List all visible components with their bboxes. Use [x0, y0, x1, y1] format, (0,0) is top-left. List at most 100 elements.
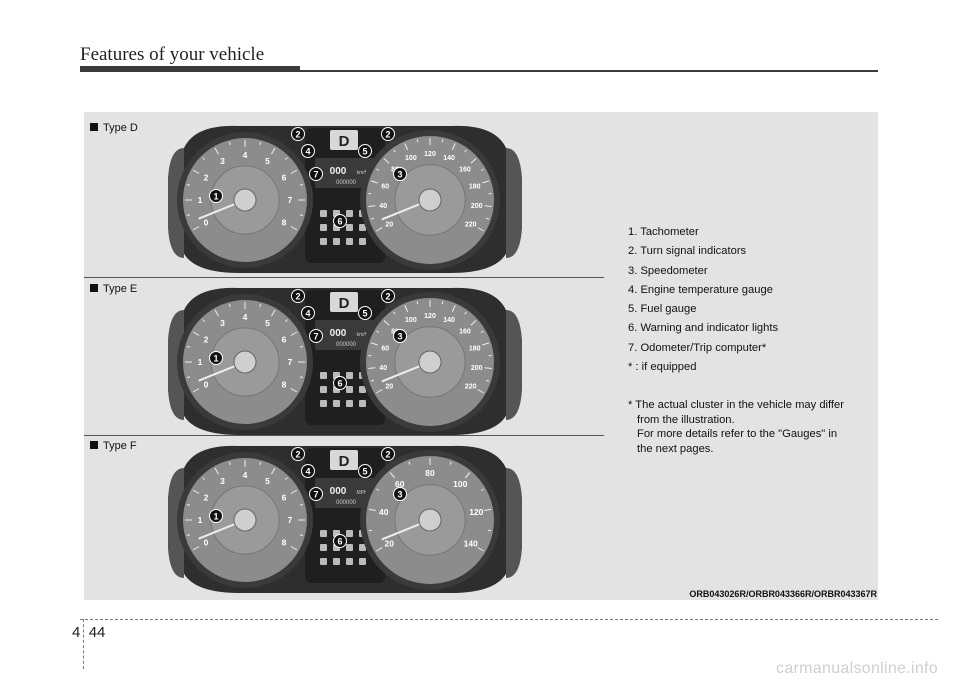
speedometer-tick-label: 200: [471, 203, 483, 210]
legend-list: 1. Tachometer 2. Turn signal indicators …: [628, 223, 778, 377]
tachometer-tick: [271, 467, 276, 475]
legend-item: 2. Turn signal indicators: [628, 245, 747, 258]
callout-number: 4: [305, 467, 310, 477]
speedometer-tick: [477, 389, 484, 394]
legend-item: * : if equipped: [628, 361, 697, 374]
tachometer-tick: [299, 345, 304, 348]
callout-number: 6: [337, 537, 342, 547]
tachometer-hub: [233, 188, 257, 212]
speedometer-tick: [376, 547, 383, 552]
cluster-right-wing: [506, 310, 522, 420]
cluster-type-d: D000km/h00000001234567820406080100120140…: [168, 125, 522, 273]
tachometer-tick: [299, 503, 304, 506]
tachometer-tick: [299, 376, 304, 379]
callout-badge: [291, 447, 305, 461]
speedometer-tick: [416, 139, 419, 143]
tachometer-tick: [202, 477, 206, 481]
legend-item: 3. Speedometer: [628, 264, 708, 277]
digital-speed: 000: [330, 328, 347, 339]
callout-number: 1: [213, 354, 218, 364]
tachometer-tick-label: 1: [198, 515, 203, 525]
tachometer-tick: [186, 503, 191, 506]
callout-badge: [333, 214, 347, 228]
speedometer-tick: [451, 305, 456, 312]
warning-light-icon: [320, 544, 327, 551]
tachometer-hub: [233, 350, 257, 374]
digital-speed: 000: [330, 486, 347, 497]
speedometer-tick: [383, 158, 390, 164]
watermark: carmanualsonline.info: [776, 660, 938, 677]
speedometer-tick: [376, 389, 383, 394]
tachometer-tick: [290, 489, 298, 494]
warning-light-icon: [359, 544, 366, 551]
warning-light-icon: [346, 224, 353, 231]
warning-light-icon: [320, 238, 327, 245]
callout-badge: [309, 329, 323, 343]
tachometer-tick-label: 4: [243, 470, 248, 480]
tachometer-tick: [290, 169, 298, 174]
callout-number: 5: [362, 309, 367, 319]
speedometer-tick-label: 20: [385, 539, 395, 549]
cluster-left-wing: [168, 148, 184, 258]
speedometer-tick-label: 140: [464, 539, 478, 549]
footer-dashed-divider: [83, 619, 84, 669]
tachometer-tick-label: 7: [288, 515, 293, 525]
callout-number: 7: [313, 490, 318, 500]
speedometer-tick: [480, 330, 484, 333]
callout-number: 2: [385, 130, 390, 140]
legend-item: 4. Engine temperature gauge: [628, 283, 773, 296]
tachometer-tick-label: 2: [204, 493, 209, 503]
speedometer-tick: [480, 488, 484, 491]
speedometer-tick: [368, 205, 376, 207]
callout-number: 2: [385, 292, 390, 302]
speedometer-tick: [464, 472, 471, 479]
digital-speed-unit: km/h: [357, 170, 368, 176]
tachometer-tick: [186, 534, 191, 537]
callout-number: 7: [313, 332, 318, 342]
speedometer-tick-label: 40: [379, 507, 389, 517]
gear-indicator: D: [339, 295, 350, 312]
warning-light-icon: [320, 210, 327, 217]
page-header-title: Features of your vehicle: [80, 44, 265, 65]
speedometer-tick-label: 140: [443, 317, 455, 324]
legend-item: 7. Odometer/Trip computer*: [628, 341, 767, 354]
speedometer-tick-label: 80: [425, 468, 435, 478]
callout-number: 2: [295, 450, 300, 460]
warning-light-icon: [346, 544, 353, 551]
warning-light-icon: [346, 372, 353, 379]
type-d-label: Type D: [90, 122, 138, 134]
callout-badge: [333, 534, 347, 548]
chapter-number: 4: [72, 624, 81, 641]
speedometer-tick-label: 220: [465, 384, 477, 391]
callout-badge: [381, 127, 395, 141]
page-number-value: 44: [88, 624, 106, 641]
warning-light-icon: [320, 558, 327, 565]
speedometer-tick-label: 200: [471, 365, 483, 372]
tachometer-tick: [202, 157, 206, 161]
tachometer-tick: [192, 388, 200, 393]
gear-indicator: D: [339, 133, 350, 150]
callout-badge: [301, 306, 315, 320]
callout-number: 6: [337, 217, 342, 227]
tachometer-tick: [192, 546, 200, 551]
speedometer-tick-label: 180: [469, 345, 481, 352]
warning-light-icon: [320, 530, 327, 537]
warning-light-icon: [346, 558, 353, 565]
tachometer-tick-label: 0: [204, 218, 209, 228]
cluster-right-wing: [506, 148, 522, 258]
speedometer-tick-label: 100: [405, 155, 417, 162]
callout-number: 4: [305, 147, 310, 157]
warning-light-icon: [359, 238, 366, 245]
tachometer-tick: [192, 331, 200, 336]
tachometer-tick: [290, 388, 298, 393]
speedometer-tick-label: 180: [469, 183, 481, 190]
speedometer-tick: [368, 508, 376, 511]
cluster-left-wing: [168, 468, 184, 578]
tachometer-tick: [299, 534, 304, 537]
callout-badge: [358, 306, 372, 320]
warning-light-icon: [333, 400, 340, 407]
speedometer-tick: [370, 217, 375, 220]
tachometer-tick: [192, 226, 200, 231]
tachometer-tick-label: 8: [282, 380, 287, 390]
callout-number: 2: [385, 450, 390, 460]
